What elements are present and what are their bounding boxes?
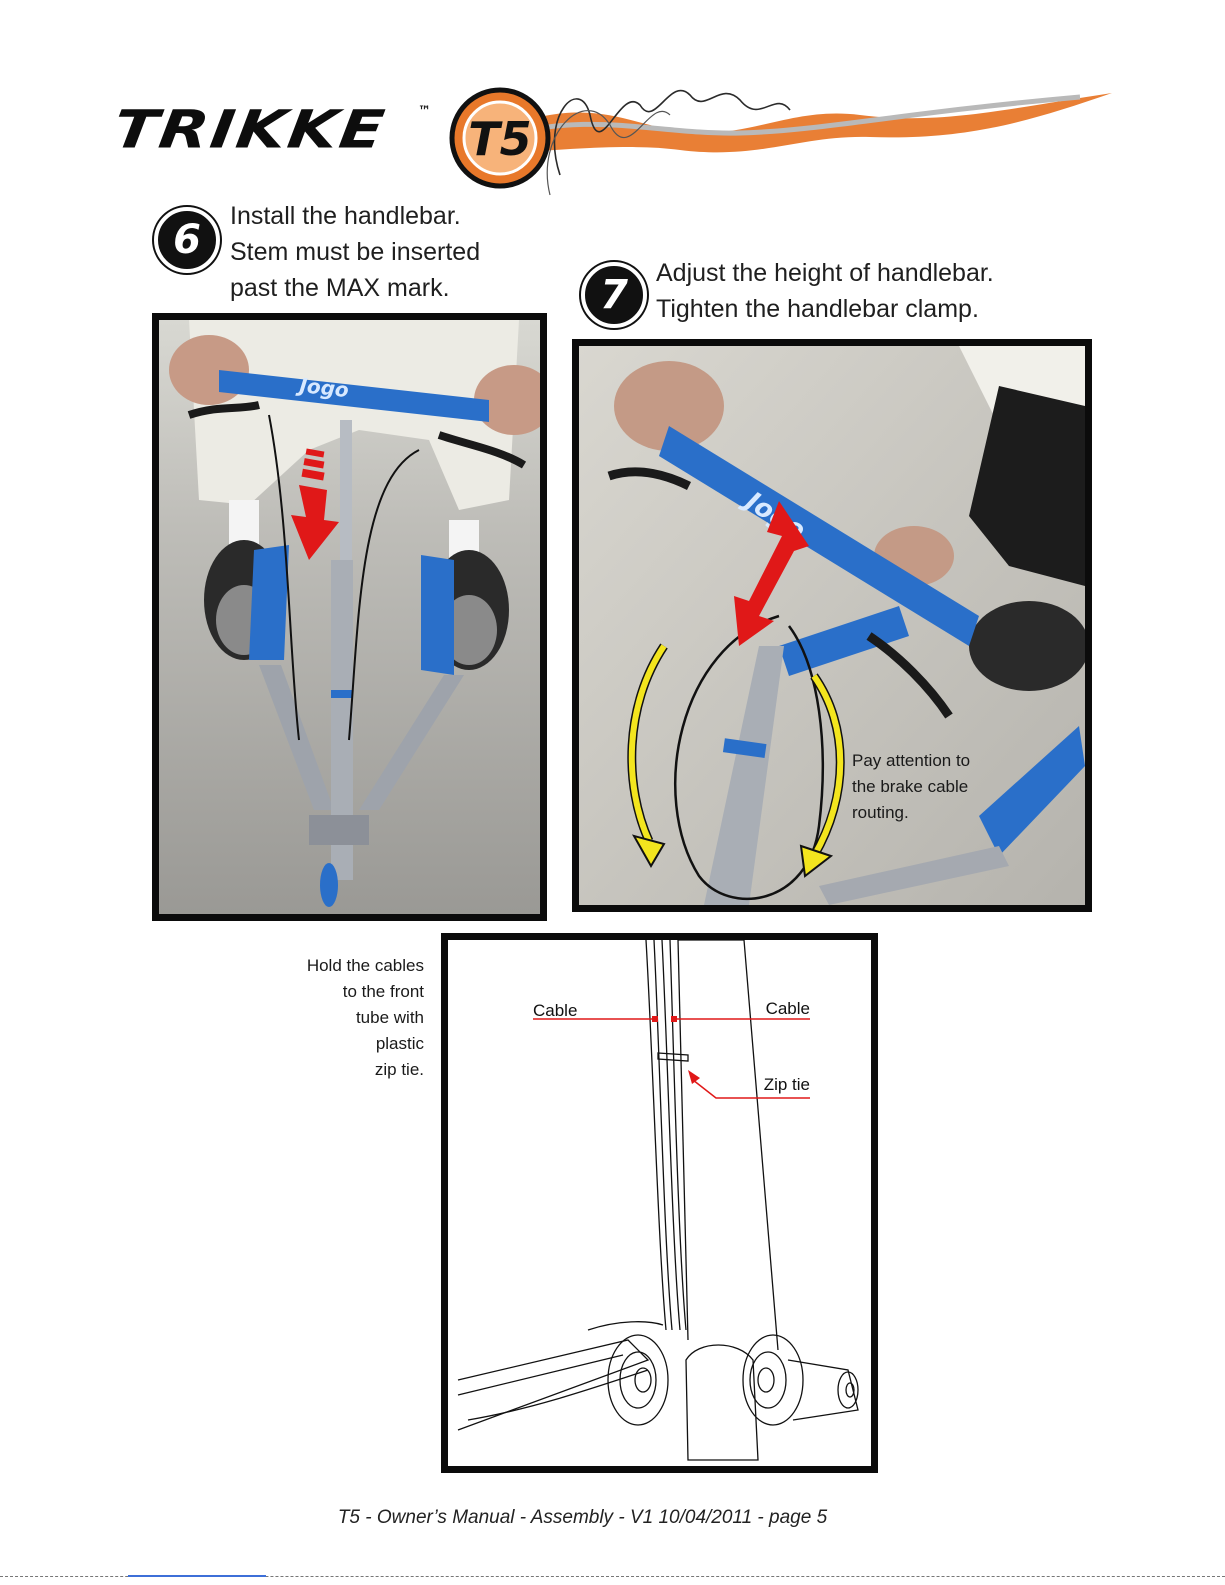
brake-cable-callout: Pay attention to the brake cable routing… <box>852 748 970 826</box>
step-7-instructions: Adjust the height of handlebar. Tighten … <box>656 255 994 327</box>
zip-tie-note-line-2: to the front <box>342 982 424 1001</box>
step-6-number-badge: 6 <box>154 207 220 273</box>
step-7-line-2: Tighten the handlebar clamp. <box>656 295 979 323</box>
step-7-photo: Jogo <box>579 346 1085 905</box>
zip-tie-note-line-1: Hold the cables <box>306 956 424 975</box>
step-6-instructions: Install the handlebar. Stem must be inse… <box>230 198 480 306</box>
step-6-line-2: Stem must be inserted <box>230 238 481 266</box>
step-6-line-3: past the MAX mark. <box>230 274 450 302</box>
step-6-photo: Jogo <box>159 320 540 914</box>
t5-swoosh-logo: T5 <box>449 87 1112 196</box>
insert-stem-arrow <box>291 448 339 560</box>
page-footer: T5 - Owner’s Manual - Assembly - V1 10/0… <box>337 1507 828 1528</box>
step-6-photo-frame: Jogo <box>152 313 547 921</box>
cable-diagram-frame: Cable Cable Zip tie <box>441 933 878 1473</box>
footer-link-underline <box>128 1575 266 1577</box>
step-7-number-badge: 7 <box>581 262 647 328</box>
step-7-line-1: Adjust the height of handlebar. <box>656 259 994 287</box>
cable-label-right: Cable <box>766 999 810 1018</box>
zip-tie-note-line-3: tube with <box>355 1008 424 1027</box>
step-6-grip-print: Jogo <box>294 373 350 402</box>
zip-tie-note-line-4: plastic <box>375 1034 424 1053</box>
diagram-leader-lines <box>533 1016 810 1099</box>
cable-routing-arrows <box>627 643 845 878</box>
zip-tie-label: Zip tie <box>764 1075 810 1094</box>
brake-cable-callout-line-1: Pay attention to <box>852 751 971 770</box>
step-7-photo-frame: Jogo <box>572 339 1092 912</box>
brake-cable-callout-line-2: the brake cable <box>852 777 969 796</box>
cable-label-left: Cable <box>533 1001 577 1020</box>
trikke-wordmark: TRIKKE <box>109 100 390 161</box>
trademark-symbol: ™ <box>418 104 431 119</box>
cable-diagram: Cable Cable Zip tie <box>448 940 871 1466</box>
footer-divider <box>0 1576 1225 1577</box>
zip-tie-note-line-5: zip tie. <box>374 1060 424 1079</box>
brake-cable-callout-line-3: routing. <box>852 803 909 822</box>
t5-badge-text: T5 <box>468 112 531 166</box>
step-6-line-1: Install the handlebar. <box>230 202 461 230</box>
zip-tie-note: Hold the cables to the front tube with p… <box>250 953 424 1083</box>
height-adjust-arrow <box>734 501 809 646</box>
